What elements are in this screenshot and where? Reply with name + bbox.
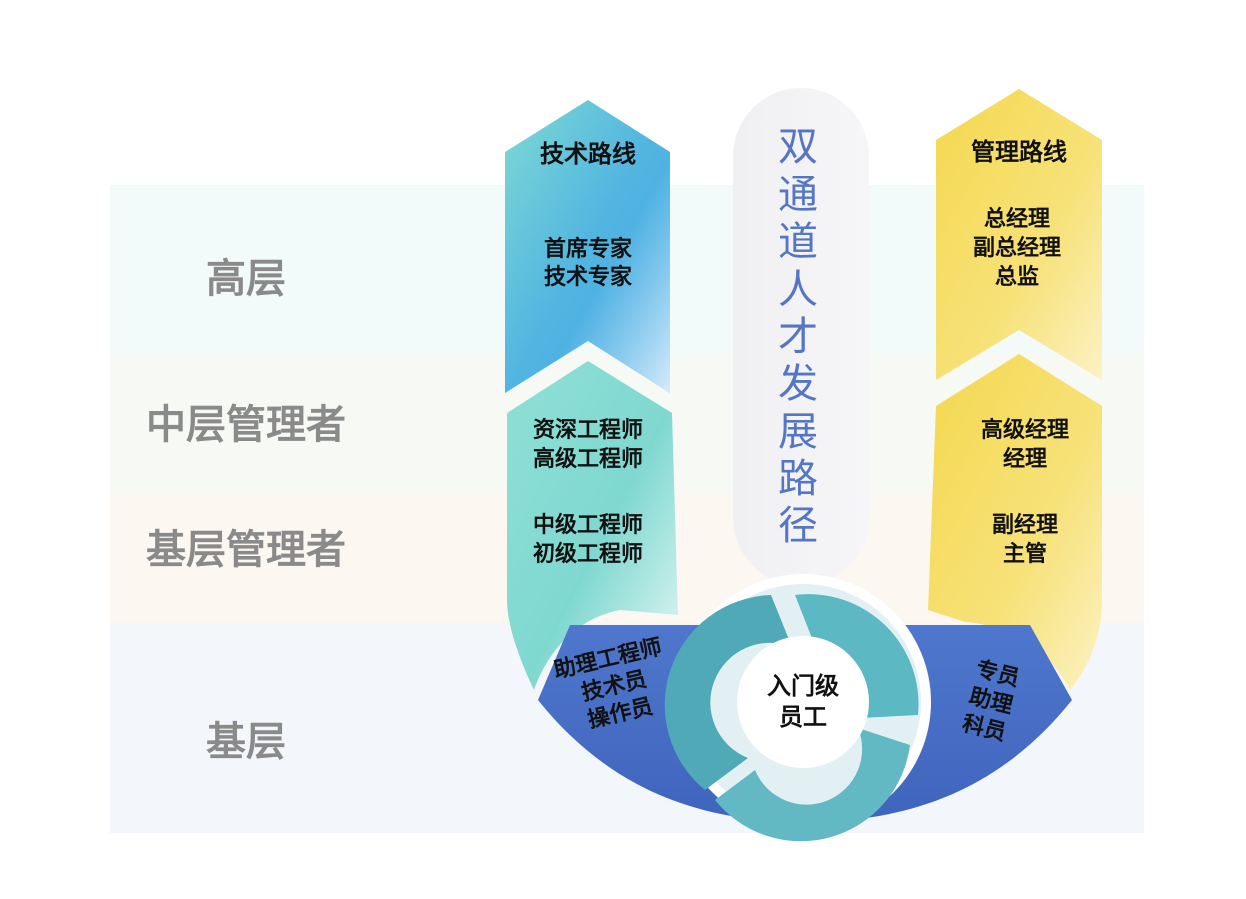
entry-core: [737, 636, 869, 768]
title-char: 才: [778, 314, 818, 360]
technical-role: 高级工程师: [533, 446, 643, 472]
title-char: 发: [778, 361, 818, 407]
technical-role: 首席专家: [544, 236, 633, 262]
title-char: 通: [778, 172, 818, 218]
management-role: 副经理: [992, 512, 1058, 538]
cycle-arrow-segment: [664, 595, 792, 790]
level-label-mid: 中层管理者: [146, 402, 346, 448]
level-label-lower: 基层管理者: [146, 527, 346, 573]
technical-track-top-fade: [505, 100, 670, 393]
entry-level-label: 员工: [779, 703, 827, 731]
management-role: 经理: [1003, 446, 1047, 472]
technical-role: 中级工程师: [533, 512, 643, 538]
management-track-heading: 管理路线: [971, 138, 1067, 166]
level-label-top: 高层: [206, 256, 286, 302]
cycle-arrow-segment: [715, 728, 910, 842]
management-role: 总经理: [984, 206, 1050, 232]
technical-track-heading: 技术路线: [540, 140, 636, 168]
technical-role: 资深工程师: [533, 417, 643, 443]
management-role: 副总经理: [973, 235, 1061, 261]
title-char: 道: [778, 219, 818, 265]
management-role: 主管: [1003, 541, 1047, 567]
entry-level-label: 入门级: [767, 672, 839, 700]
technical-track-lower-body: [507, 361, 678, 690]
management-role: 总监: [995, 264, 1039, 290]
title-pill: [733, 88, 869, 586]
technical-role: 初级工程师: [533, 541, 643, 567]
title-char: 人: [778, 267, 818, 313]
title-char: 双: [778, 124, 818, 170]
level-label-base: 基层: [206, 719, 286, 765]
management-track-top-arrow: [936, 89, 1102, 380]
title-char: 径: [778, 503, 818, 549]
management-role: 高级经理: [981, 417, 1069, 443]
management-track-lower-body: [928, 354, 1102, 690]
title-char: 路: [778, 456, 818, 502]
cycle-arrow-segment: [795, 594, 919, 718]
title-char: 展: [778, 409, 818, 455]
technical-role: 技术专家: [544, 264, 633, 290]
